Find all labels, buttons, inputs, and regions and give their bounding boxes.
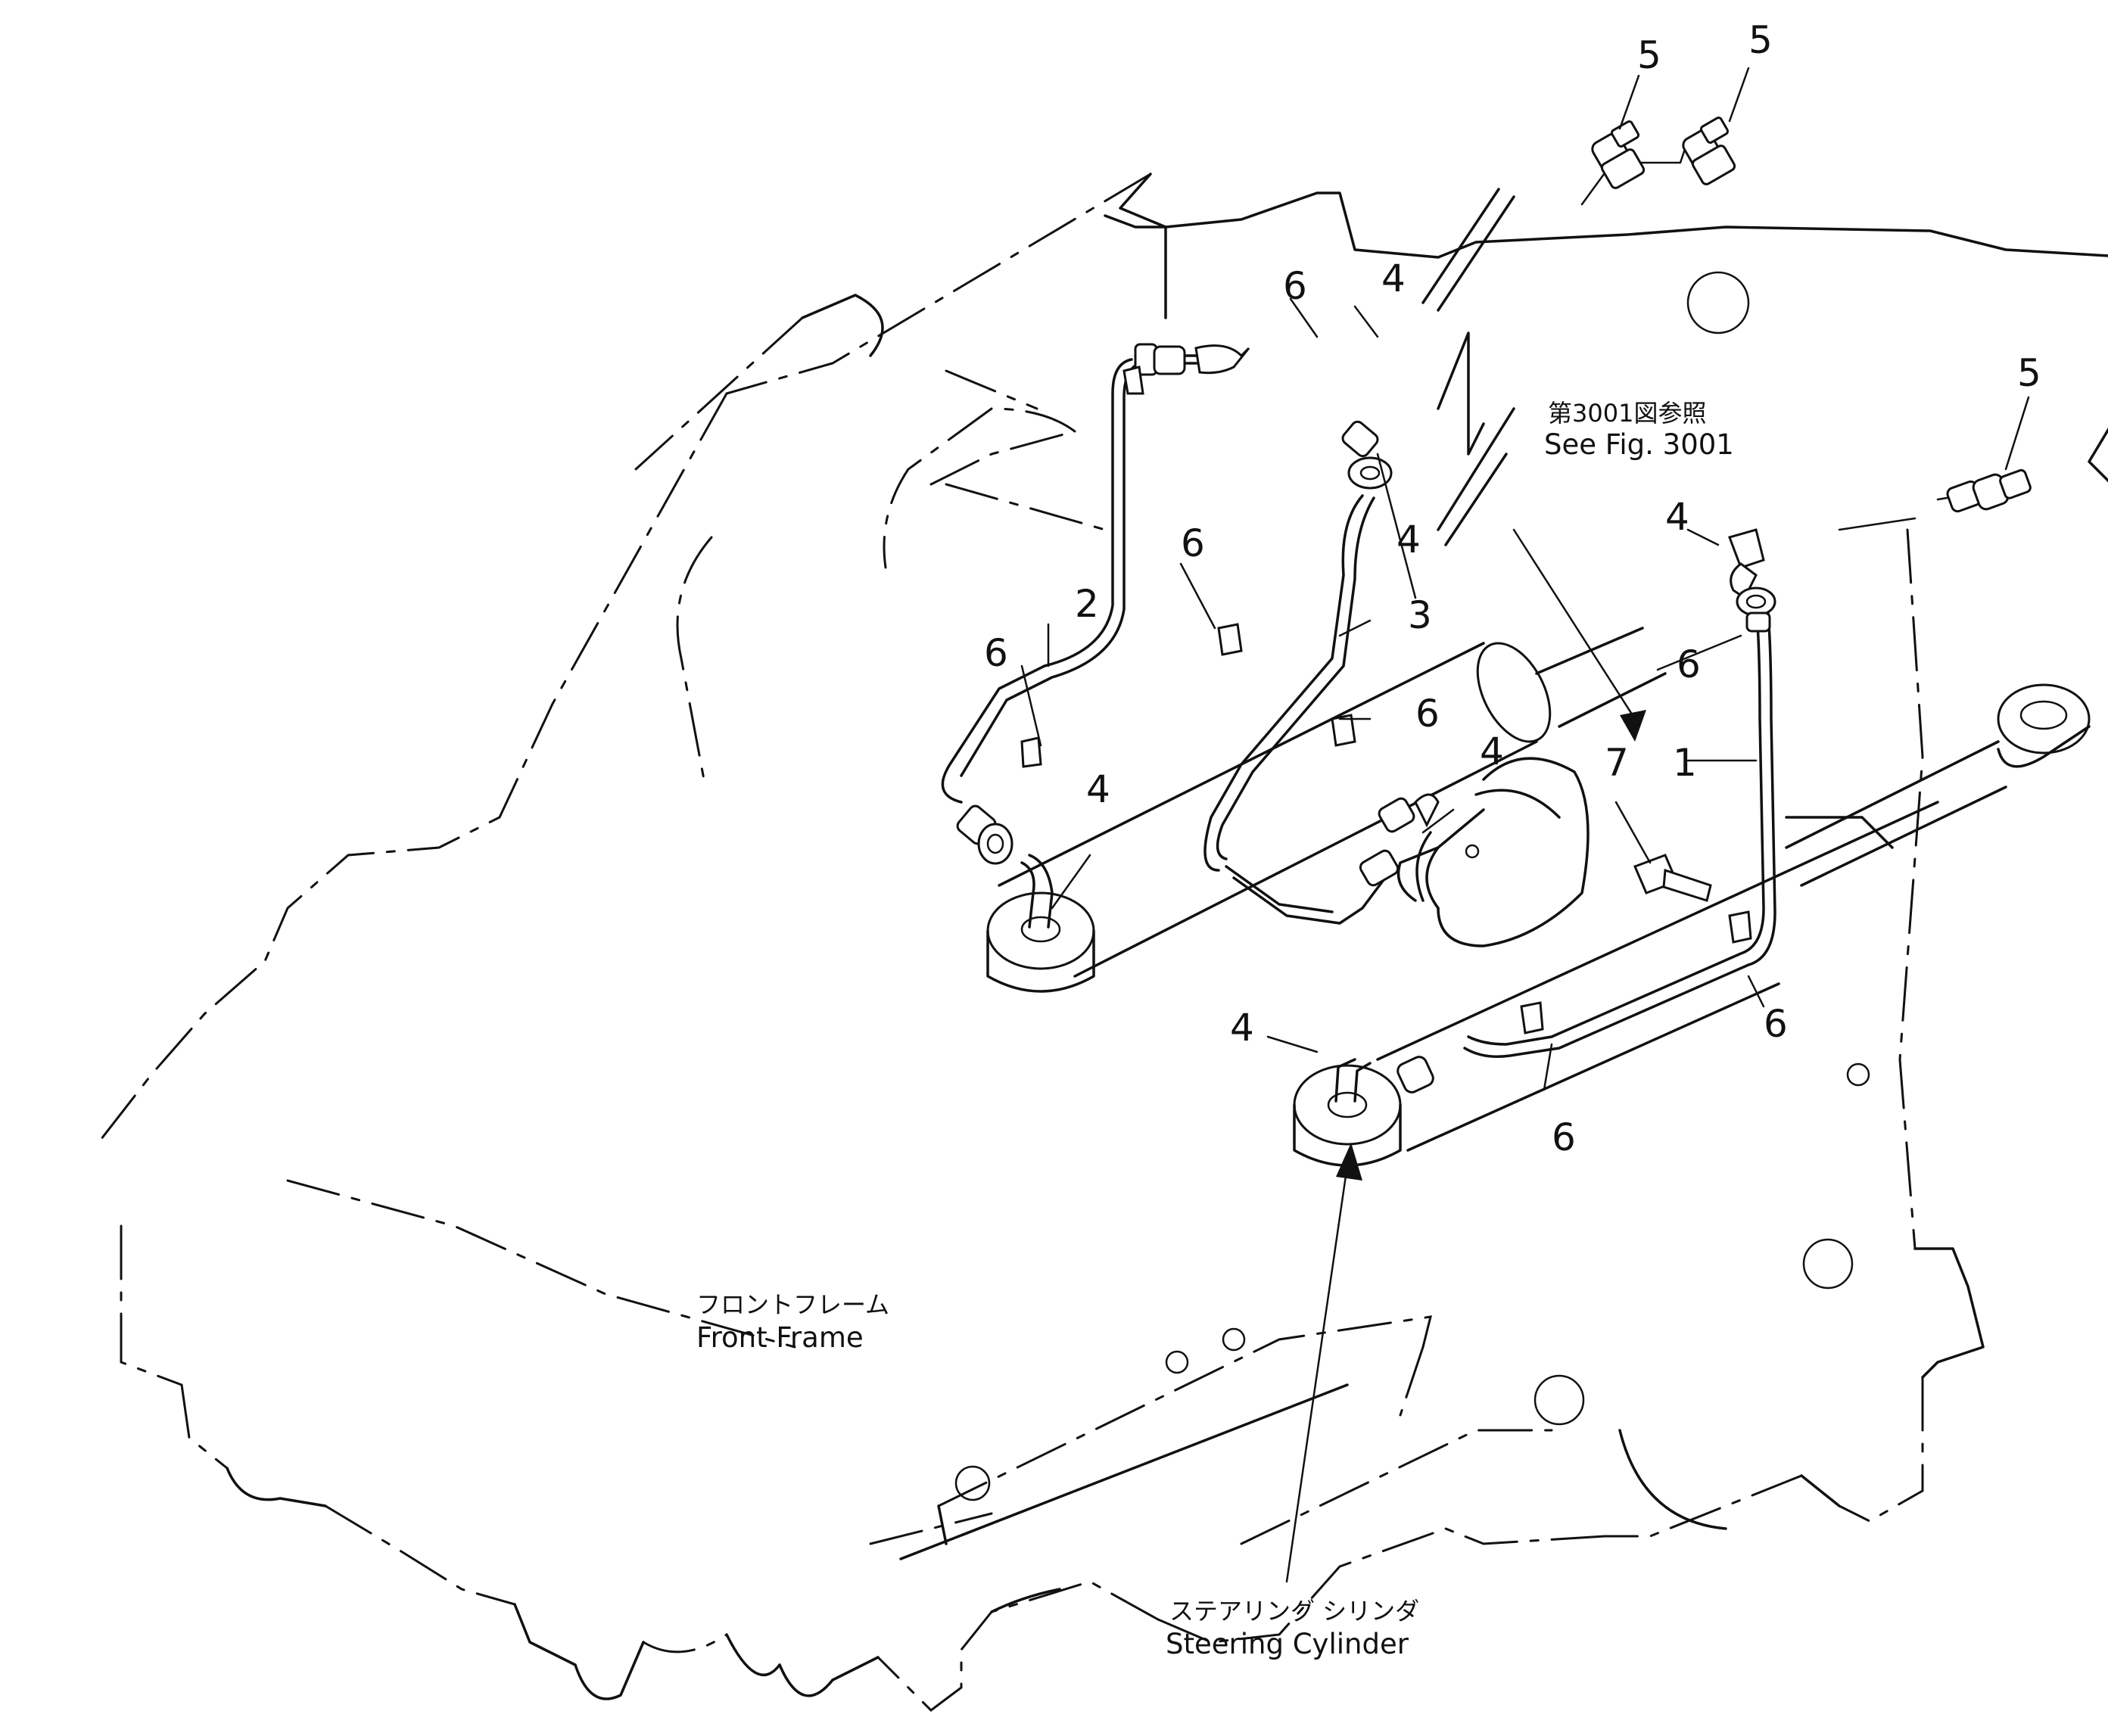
fitting-5-right <box>1946 468 2032 513</box>
front-frame-label-jp: フロントフレーム <box>696 1290 889 1319</box>
callout-3: 3 <box>1408 593 1432 637</box>
fitting-7-bolt <box>1633 854 1712 902</box>
see-fig-label-en: See Fig. 3001 <box>1544 428 1734 461</box>
callout-5-a: 5 <box>1637 33 1661 77</box>
callout-7: 7 <box>1605 741 1629 785</box>
fitting-5-top-b <box>1682 117 1736 185</box>
callout-4-mid: 4 <box>1397 518 1421 562</box>
fitting-4-right-top <box>1728 528 1765 600</box>
front-frame-outline <box>97 173 2108 1712</box>
callout-4-valve: 4 <box>1480 730 1504 773</box>
see-fig-label-jp: 第3001図参照 <box>1548 399 1706 428</box>
clamps-6 <box>1020 366 1752 1034</box>
fitting-4-valve-a <box>1378 793 1440 833</box>
callout-4-left: 4 <box>1086 767 1110 811</box>
callout-5-b: 5 <box>1748 18 1773 62</box>
front-frame-label-en: Front Frame <box>696 1321 864 1354</box>
callout-1: 1 <box>1673 741 1697 785</box>
callout-6-lower-right: 6 <box>1764 1002 1788 1046</box>
fitting-4-left <box>956 804 1014 865</box>
steering-cylinder-label-en: Steering Cylinder <box>1166 1628 1409 1660</box>
callout-6-mid: 6 <box>1181 521 1205 565</box>
callout-2: 2 <box>1075 582 1099 626</box>
callout-4-top: 4 <box>1381 257 1406 300</box>
callout-6-center: 6 <box>1415 692 1440 736</box>
callout-6-top: 6 <box>1283 264 1307 308</box>
callout-6-left: 6 <box>984 631 1008 675</box>
steering-valve <box>1397 757 1590 947</box>
callout-6-bottom: 6 <box>1552 1115 1576 1159</box>
fitting-5-top-a <box>1591 120 1646 189</box>
steering-cylinder-right <box>1293 683 2091 1167</box>
leader-lines <box>1020 67 2030 1583</box>
callout-5-c: 5 <box>2017 351 2041 395</box>
fitting-4-right-hose-end <box>1736 586 1776 633</box>
fitting-4-lower-right <box>1397 1056 1434 1094</box>
callout-4-lower: 4 <box>1230 1006 1254 1050</box>
fitting-4-valve-b <box>1359 849 1400 887</box>
callout-4-right: 4 <box>1665 495 1689 539</box>
fittings <box>956 117 2032 1094</box>
steering-cylinder-left <box>986 627 1667 993</box>
fitting-4-top-elbow <box>1134 343 1250 376</box>
callout-numbers: 5 5 5 6 4 4 4 6 2 3 6 6 6 4 4 7 1 6 4 6 <box>984 18 2041 1159</box>
callout-6-right: 6 <box>1677 642 1701 686</box>
text-labels: 第3001図参照 See Fig. 3001 フロントフレーム Front Fr… <box>696 399 1734 1660</box>
steering-cylinder-label-jp: ステアリング シリンダ <box>1169 1597 1419 1626</box>
